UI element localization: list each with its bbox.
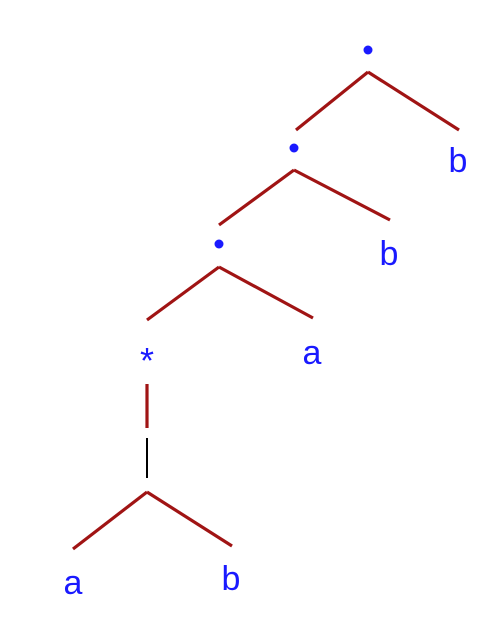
tree-edges xyxy=(72,70,460,551)
edge-low-left xyxy=(146,265,220,322)
leaf-a-bottom: a xyxy=(64,564,83,602)
concat-dot-mid xyxy=(289,143,299,153)
concat-dot-low xyxy=(214,239,224,249)
leaf-b-bottom: b xyxy=(222,560,241,598)
edge-low-right xyxy=(218,265,314,320)
concat-nodes xyxy=(214,45,373,249)
edge-mid-left xyxy=(218,168,295,227)
edge-union-left xyxy=(72,490,148,551)
edge-top-right xyxy=(367,70,460,132)
edge-top-left xyxy=(294,70,370,132)
concat-dot-top xyxy=(363,45,373,55)
leaf-a-mid: a xyxy=(303,334,322,372)
leaf-b-mid: b xyxy=(380,235,399,273)
star-operator: * xyxy=(140,340,154,381)
edge-mid-right xyxy=(293,168,391,222)
leaf-labels: b b a * a b xyxy=(64,142,468,602)
leaf-b-top: b xyxy=(449,142,468,180)
edge-union-right xyxy=(146,490,233,548)
